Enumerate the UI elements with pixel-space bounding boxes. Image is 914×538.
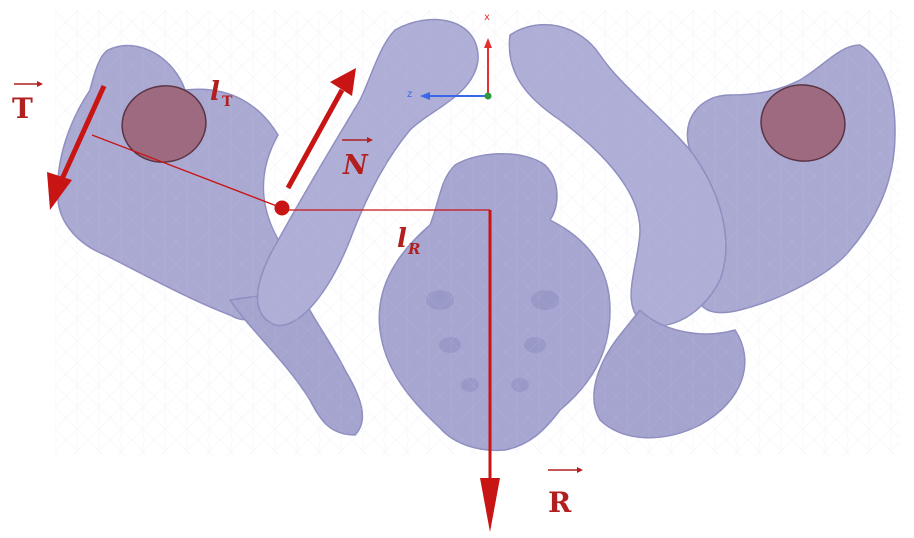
force-N-label: N [342,150,369,181]
lever-R-label: l [397,224,407,254]
pivot-point [275,201,290,216]
force-T-label: T [12,92,33,125]
lever-T-subscript: T [222,94,233,110]
lever-R-subscript: R [407,240,420,258]
force-R-arrowhead [480,478,500,532]
x-axis-label: x [484,12,490,23]
T-vector-bar-head [37,81,43,87]
axis-origin [485,93,492,100]
force-R-label: R [548,486,572,519]
z-axis-label: z [407,89,412,100]
lever-T-label: l [210,77,220,107]
R-vector-bar-head [577,467,583,473]
pelvis-model [55,10,900,455]
